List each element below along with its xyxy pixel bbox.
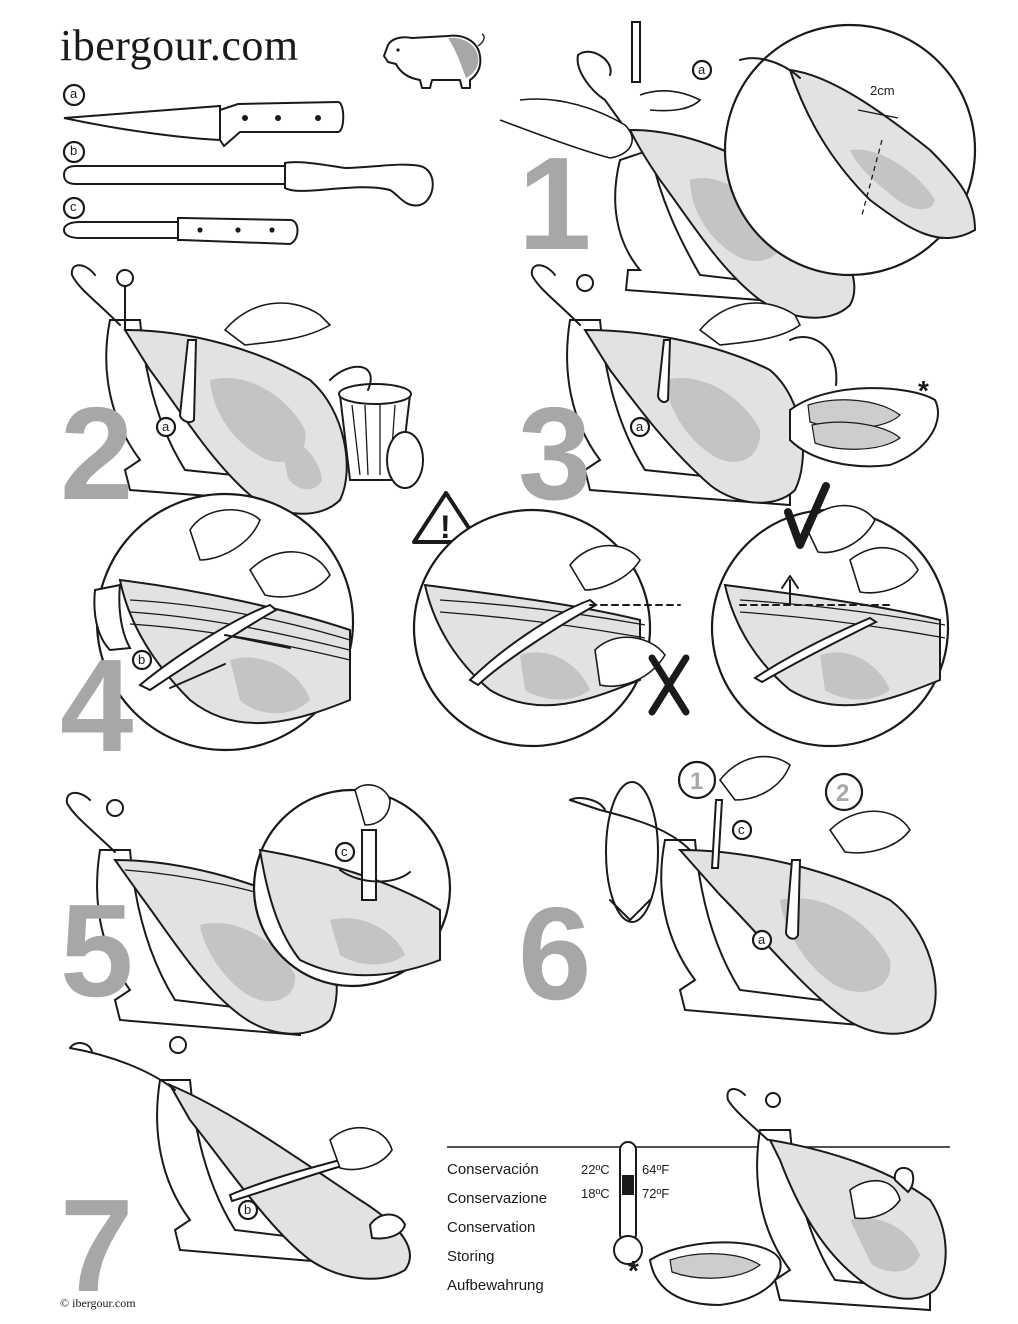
- step-4-illustration: [93, 492, 355, 752]
- step-3-illustration: [530, 264, 939, 507]
- temp-f-high: 64ºF: [642, 1162, 670, 1177]
- step-4-knife-marker: b: [138, 652, 145, 667]
- step-6-knife-c-marker: c: [738, 822, 745, 837]
- conservation-section: [447, 1088, 950, 1312]
- temp-c-high: 22ºC: [581, 1162, 610, 1177]
- knife-b-label: b: [70, 143, 78, 158]
- step-6-phase-1: 1: [690, 768, 703, 795]
- brand-title: ibergour.com: [60, 21, 299, 70]
- knife-a-label: a: [70, 86, 78, 101]
- step-number-1: 1: [518, 130, 592, 277]
- conservation-label-es: Conservación: [447, 1161, 539, 1178]
- step-7-knife-marker: b: [244, 1202, 251, 1217]
- step-number-7: 7: [60, 1172, 134, 1319]
- step-number-4: 4: [60, 632, 134, 779]
- temp-c-low: 18ºC: [581, 1186, 610, 1201]
- step-5-knife-marker: c: [341, 844, 348, 859]
- copyright-text: © ibergour.com: [60, 1296, 136, 1310]
- warning-icon: [412, 491, 480, 544]
- knife-b: [62, 140, 434, 207]
- step-number-5: 5: [60, 877, 134, 1024]
- step-6-knife-a-marker: a: [758, 932, 766, 947]
- step-6-illustration: [569, 755, 937, 1035]
- warning-example: [412, 491, 690, 748]
- step-1-illustration: [499, 21, 977, 319]
- step-5-illustration: [65, 784, 452, 1037]
- correct-check-icon: [784, 482, 830, 549]
- knife-c: [62, 196, 299, 246]
- step-number-2: 2: [60, 380, 134, 527]
- conservation-label-de: Aufbewahrung: [447, 1277, 544, 1294]
- step-3-knife-marker: a: [636, 419, 644, 434]
- storing-asterisk: *: [628, 1255, 639, 1286]
- conservation-label-it: Conservazione: [447, 1190, 548, 1207]
- step-number-6: 6: [518, 880, 592, 1027]
- step-number-3: 3: [518, 380, 592, 527]
- step-1-knife-marker: a: [698, 62, 706, 77]
- step-7-illustration: [69, 1036, 411, 1280]
- temp-f-low: 72ºF: [642, 1186, 670, 1201]
- pig-icon: [383, 33, 485, 89]
- inset-measure-label: 2cm: [870, 83, 895, 98]
- step-3-asterisk: *: [918, 375, 929, 406]
- conservation-label-fr: Conservation: [447, 1219, 536, 1236]
- knife-a: [62, 83, 345, 148]
- warning-mark: !: [440, 509, 451, 545]
- wrong-cross-icon: [648, 654, 690, 716]
- conservation-label-en: Storing: [447, 1248, 495, 1265]
- knife-c-label: c: [70, 199, 77, 214]
- step-2-knife-marker: a: [162, 419, 170, 434]
- correct-example: [710, 482, 950, 748]
- step-6-phase-2: 2: [836, 780, 849, 807]
- step-2-illustration: [70, 264, 424, 515]
